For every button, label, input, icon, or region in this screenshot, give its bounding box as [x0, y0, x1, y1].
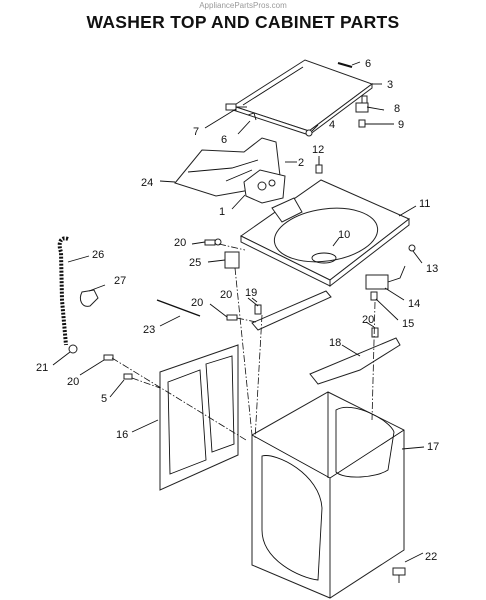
watermark: AppliancePartsPros.com — [199, 1, 287, 10]
callout-22: 22 — [425, 551, 437, 563]
callout-labels: 20 1 2 3 4 5 6 6 7 8 9 10 11 12 13 14 15… — [36, 58, 439, 563]
bracket-18 — [309, 337, 401, 385]
clip-5 — [123, 373, 133, 380]
callout-7: 7 — [193, 126, 199, 138]
callout-20-c: 20 — [191, 297, 203, 309]
fastener-20c — [254, 304, 262, 315]
diagram-title: WASHER TOP AND CABINET PARTS — [86, 12, 400, 32]
callout-8: 8 — [394, 103, 400, 115]
callout-13: 13 — [426, 263, 438, 275]
callout-18: 18 — [329, 337, 341, 349]
callout-12: 12 — [312, 144, 324, 156]
top-lid — [231, 59, 374, 136]
hinge-bracket-right — [355, 95, 369, 113]
callout-17: 17 — [427, 441, 439, 453]
hose-clamp — [79, 289, 99, 307]
rod-23 — [156, 299, 201, 317]
callout-1: 1 — [219, 206, 225, 218]
callout-6-left: 6 — [221, 134, 227, 146]
callout-15: 15 — [402, 318, 414, 330]
hose-end-21 — [68, 344, 78, 354]
callout-9: 9 — [398, 119, 404, 131]
lid-bumper — [305, 129, 313, 137]
fastener-20a — [204, 238, 222, 246]
bracket-19 — [251, 290, 332, 331]
callout-4: 4 — [329, 119, 335, 131]
callout-20-b: 20 — [174, 237, 186, 249]
callout-27: 27 — [114, 275, 126, 287]
callout-5: 5 — [101, 393, 107, 405]
clip-25 — [224, 251, 240, 269]
hinge-pin-top — [337, 62, 353, 68]
fastener-20e — [103, 354, 114, 361]
lid-screw-left — [225, 103, 247, 111]
leader-lines — [52, 61, 425, 563]
callout-3: 3 — [387, 79, 393, 91]
assembly-lines — [111, 243, 376, 441]
fastener-20b — [226, 314, 238, 321]
fastener-13 — [408, 244, 416, 252]
callout-16: 16 — [116, 429, 128, 441]
screw-15 — [370, 291, 378, 301]
rear-panel — [159, 344, 239, 491]
top-panel — [240, 179, 410, 288]
callout-21: 21 — [36, 362, 48, 374]
callout-26: 26 — [92, 249, 104, 261]
callout-25: 25 — [189, 257, 201, 269]
callout-23: 23 — [143, 324, 155, 336]
callout-2: 2 — [298, 157, 304, 169]
callout-10: 10 — [338, 229, 350, 241]
callout-19: 19 — [245, 287, 257, 299]
callout-20-e: 20 — [362, 314, 374, 326]
callout-14: 14 — [408, 298, 420, 310]
hinge-pin-left — [247, 112, 257, 121]
cabinet — [251, 391, 405, 599]
callout-20-f: 20 — [67, 376, 79, 388]
callout-24: 24 — [141, 177, 153, 189]
drain-hose — [57, 236, 69, 346]
lid-switch-assembly — [243, 169, 286, 204]
harness-connector-right — [365, 265, 406, 290]
hinge-screw-right — [358, 119, 366, 128]
callout-6-top: 6 — [365, 58, 371, 70]
fastener-20d — [371, 327, 379, 338]
callout-11: 11 — [419, 198, 430, 210]
callout-20-d: 20 — [220, 289, 232, 301]
leveling-foot — [392, 567, 406, 583]
